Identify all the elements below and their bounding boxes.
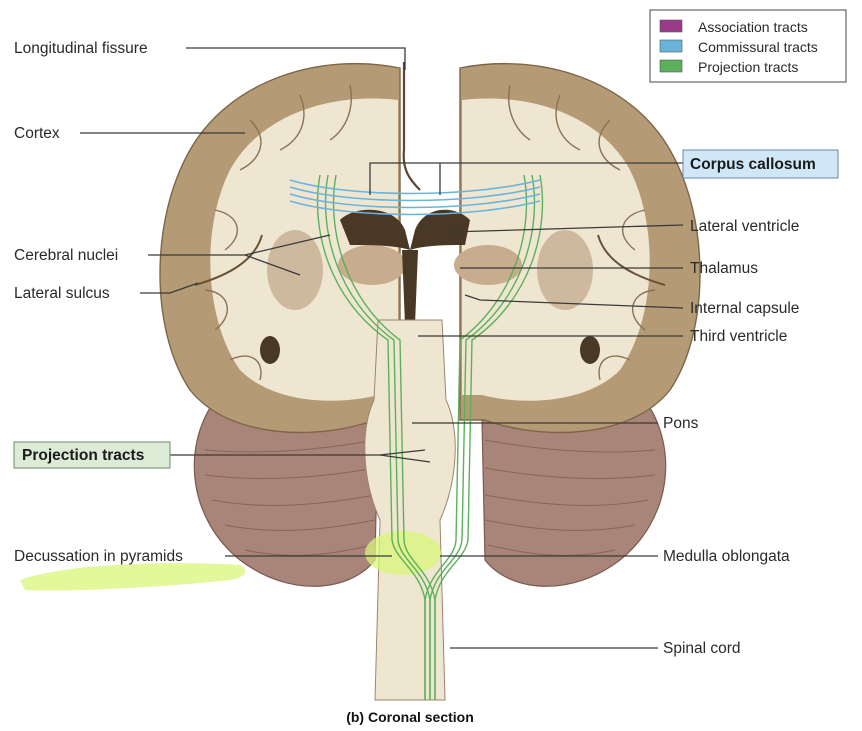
legend-label-projection: Projection tracts (698, 59, 798, 75)
projection-tracts-label-box (13, 441, 171, 469)
legend-swatch-commissural (659, 39, 683, 53)
label-corpus-callosum: Corpus callosum (690, 156, 816, 173)
label-third-ventricle: Third ventricle (690, 328, 787, 345)
commissural-tracts (289, 179, 541, 216)
legend-label-commissural: Commissural tracts (698, 39, 818, 55)
decussation-label-highlight (20, 563, 246, 591)
ventricles (260, 209, 600, 364)
legend-swatch-projection (659, 59, 683, 73)
label-lateral-sulcus: Lateral sulcus (14, 285, 110, 302)
label-lateral-ventricle: Lateral ventricle (690, 218, 799, 235)
label-cerebral-nuclei: Cerebral nuclei (14, 247, 118, 264)
label-internal-capsule: Internal capsule (690, 300, 799, 317)
corpus-callosum-label-box (682, 149, 839, 179)
legend-label-association: Association tracts (698, 19, 808, 35)
figure-caption: (b) Coronal section (346, 709, 474, 725)
brainstem (364, 319, 456, 701)
label-thalamus: Thalamus (690, 260, 758, 277)
label-decussation: Decussation in pyramids (14, 548, 183, 565)
label-spinal-cord: Spinal cord (663, 640, 741, 657)
legend-box (649, 9, 847, 83)
deep-structures (267, 230, 593, 310)
label-cortex: Cortex (14, 125, 60, 142)
pointer-lines (80, 47, 684, 649)
legend-swatch-association (659, 19, 683, 33)
label-projection-tracts: Projection tracts (22, 447, 144, 464)
label-medulla-oblongata: Medulla oblongata (663, 548, 790, 565)
label-longitudinal-fissure: Longitudinal fissure (14, 40, 148, 57)
legend: Association tracts Commissural tracts Pr… (649, 9, 847, 83)
cerebellum (193, 399, 667, 587)
label-pons: Pons (663, 415, 699, 432)
